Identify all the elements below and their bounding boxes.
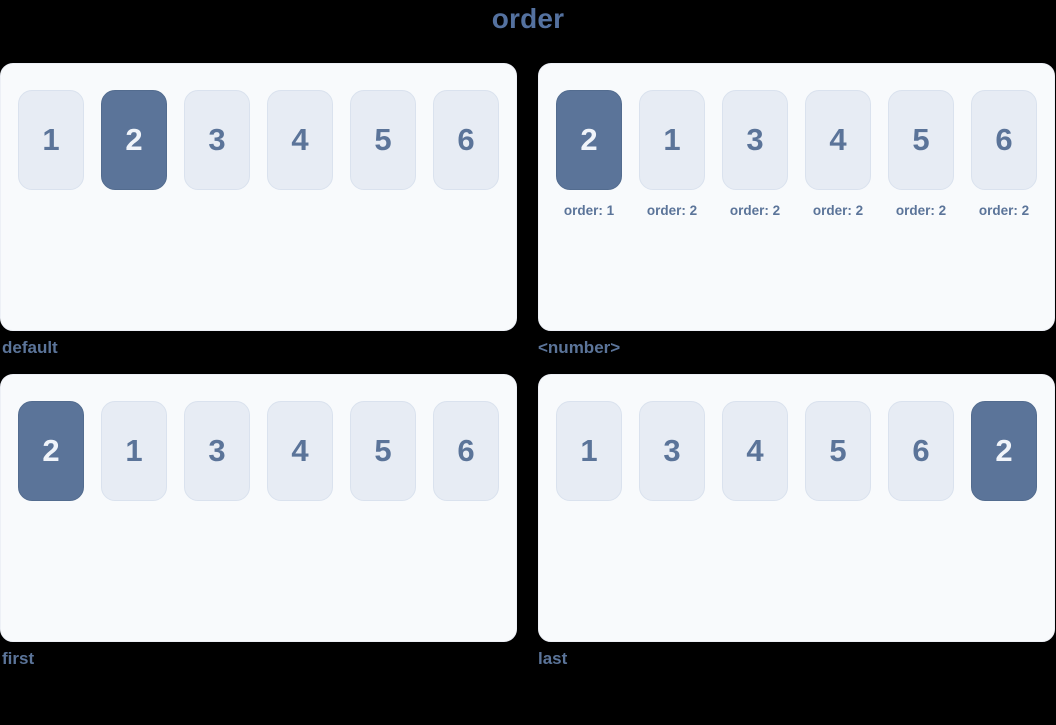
panel-caption-first: first: [2, 649, 35, 668]
flex-item-card-highlighted: 2: [971, 401, 1037, 501]
flex-item-card: 6: [888, 401, 954, 501]
panel-number: 2 order: 1 1 order: 2 3 order: 2 4 order…: [538, 63, 1055, 331]
order-value-label: order: 2: [812, 203, 864, 218]
order-value-label: order: 2: [646, 203, 698, 218]
flex-item-card: 5: [805, 401, 871, 501]
order-value-label: order: 1: [563, 203, 615, 218]
flex-item-card: 1: [101, 401, 167, 501]
flex-item-card-highlighted: 2: [101, 90, 167, 190]
flex-row: 2 order: 1 1 order: 2 3 order: 2 4 order…: [556, 90, 1038, 218]
flex-item-card: 1: [556, 401, 622, 501]
order-value-label: order: 2: [729, 203, 781, 218]
panel-default: 1 2 3 4 5 6: [0, 63, 517, 331]
order-value-label: order: 2: [895, 203, 947, 218]
panel-first: 2 1 3 4 5 6: [0, 374, 517, 642]
flex-row: 2 1 3 4 5 6: [18, 401, 500, 501]
order-value-label: order: 2: [978, 203, 1030, 218]
flex-item-card: 4: [267, 90, 333, 190]
flex-item-cell: 5 order: 2: [888, 90, 954, 218]
flex-item-card-highlighted: 2: [556, 90, 622, 190]
flex-item-card: 1: [639, 90, 705, 190]
panel-caption-number: <number>: [538, 338, 621, 357]
flex-item-card: 5: [350, 401, 416, 501]
panel-caption-last: last: [538, 649, 568, 668]
flex-item-card: 6: [433, 90, 499, 190]
flex-item-card-highlighted: 2: [18, 401, 84, 501]
flex-item-card: 4: [722, 401, 788, 501]
flex-item-card: 3: [722, 90, 788, 190]
page-title: order: [491, 3, 565, 34]
flex-item-cell: 3 order: 2: [722, 90, 788, 218]
flex-item-cell: 1 order: 2: [639, 90, 705, 218]
flex-item-cell: 2 order: 1: [556, 90, 622, 218]
flex-item-card: 6: [433, 401, 499, 501]
flex-item-card: 1: [18, 90, 84, 190]
panel-caption-default: default: [2, 338, 58, 357]
flex-item-cell: 4 order: 2: [805, 90, 871, 218]
flex-item-cell: 6 order: 2: [971, 90, 1037, 218]
flex-item-card: 5: [888, 90, 954, 190]
panel-last: 1 3 4 5 6 2: [538, 374, 1055, 642]
flex-item-card: 4: [805, 90, 871, 190]
flex-item-card: 3: [184, 401, 250, 501]
flex-item-card: 3: [184, 90, 250, 190]
flex-item-card: 3: [639, 401, 705, 501]
flex-item-card: 4: [267, 401, 333, 501]
flex-item-card: 5: [350, 90, 416, 190]
flex-row: 1 3 4 5 6 2: [556, 401, 1038, 501]
flex-item-card: 6: [971, 90, 1037, 190]
flex-row: 1 2 3 4 5 6: [18, 90, 500, 190]
